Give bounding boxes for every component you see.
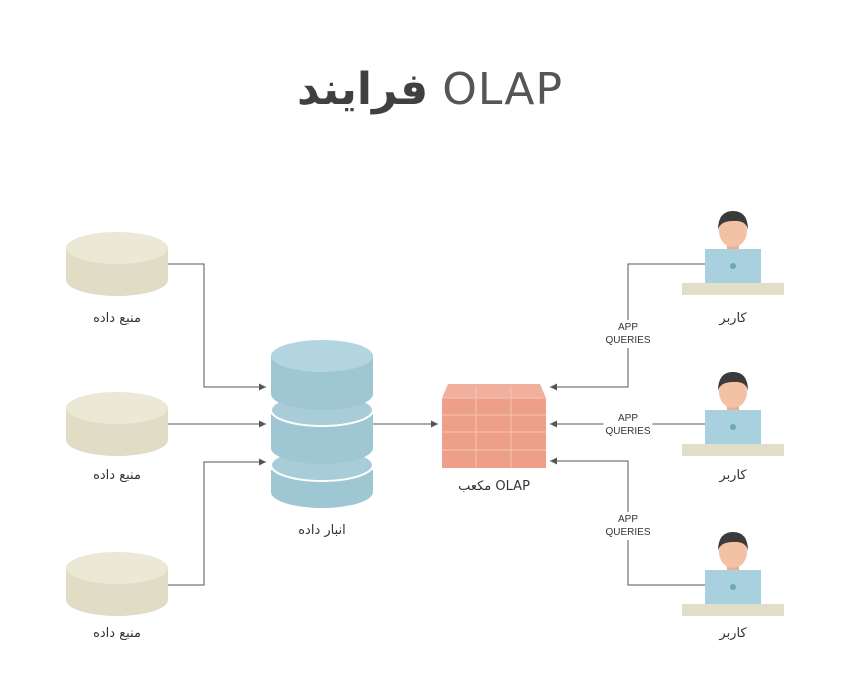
user-1-icon xyxy=(682,211,784,295)
user-2-label: کاربر xyxy=(719,468,747,483)
app-queries-line2: QUERIES xyxy=(605,426,651,437)
data-warehouse-icon xyxy=(270,340,374,508)
title-latin: OLAP xyxy=(442,64,563,115)
title-persian: فرایند xyxy=(297,64,429,115)
app-queries-label-3: APP QUERIES xyxy=(603,512,653,540)
user-2-icon xyxy=(682,372,784,456)
connector-source-1 xyxy=(168,263,266,391)
data-source-2-icon xyxy=(66,392,168,456)
app-queries-line2: QUERIES xyxy=(605,527,651,538)
olap-cube-icon xyxy=(442,384,546,468)
connector-source-3 xyxy=(168,458,266,586)
app-queries-line1: APP xyxy=(617,514,639,525)
data-source-2-label: منبع داده xyxy=(93,468,141,483)
olap-cube-label: مکعب OLAP xyxy=(458,479,530,494)
user-1-label: کاربر xyxy=(719,311,747,326)
data-source-3-icon xyxy=(66,552,168,616)
app-queries-line2: QUERIES xyxy=(605,335,651,346)
user-3-label: کاربر xyxy=(719,626,747,641)
data-source-1-label: منبع داده xyxy=(93,311,141,326)
app-queries-line1: APP xyxy=(617,413,639,424)
app-queries-label-1: APP QUERIES xyxy=(603,320,653,348)
data-warehouse-label: انبار داده xyxy=(298,523,346,538)
app-queries-label-2: APP QUERIES xyxy=(603,411,653,439)
user-3-icon xyxy=(682,532,784,616)
page-title: فرایند OLAP xyxy=(0,64,860,115)
data-source-1-icon xyxy=(66,232,168,296)
data-source-3-label: منبع داده xyxy=(93,626,141,641)
app-queries-line1: APP xyxy=(617,322,639,333)
